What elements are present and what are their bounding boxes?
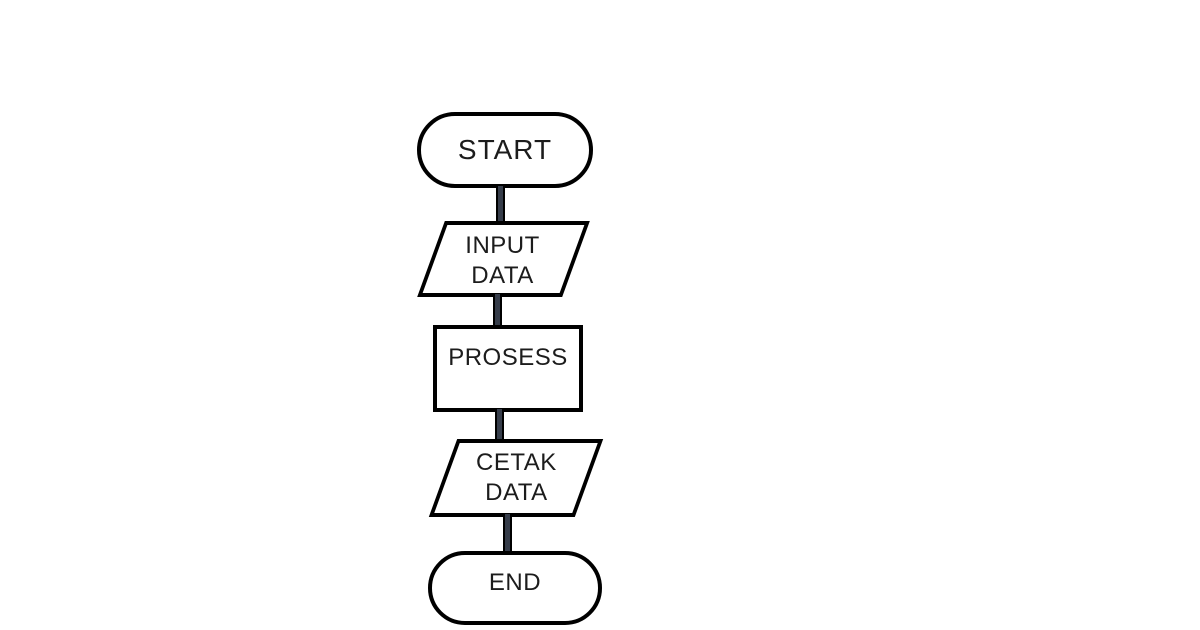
- node-cetak-data-text: CETAK DATA: [476, 448, 557, 508]
- node-input-data-text: INPUT DATA: [466, 231, 540, 291]
- node-start-label: START: [457, 134, 553, 165]
- flowchart-node-end: END: [428, 551, 602, 625]
- node-cetak-data-line1: CETAK: [475, 449, 557, 476]
- node-input-data-line2: DATA: [471, 262, 534, 289]
- flowchart-node-input-data: INPUT DATA: [417, 221, 590, 297]
- node-prosess-label: PROSESS: [448, 344, 568, 371]
- node-input-data-line1: INPUT: [465, 232, 541, 259]
- flow-connector-cetak-to-end: [503, 514, 512, 553]
- flow-connector-start-to-input: [496, 186, 505, 223]
- flow-connector-input-to-prosess: [493, 294, 502, 327]
- flowchart-node-cetak-data: CETAK DATA: [428, 439, 604, 517]
- flow-connector-prosess-to-cetak: [495, 409, 504, 442]
- node-cetak-data-line2: DATA: [484, 479, 548, 506]
- node-end-label: END: [488, 569, 542, 596]
- flowchart-node-start: START: [417, 112, 593, 188]
- flowchart-node-prosess: PROSESS: [433, 325, 583, 412]
